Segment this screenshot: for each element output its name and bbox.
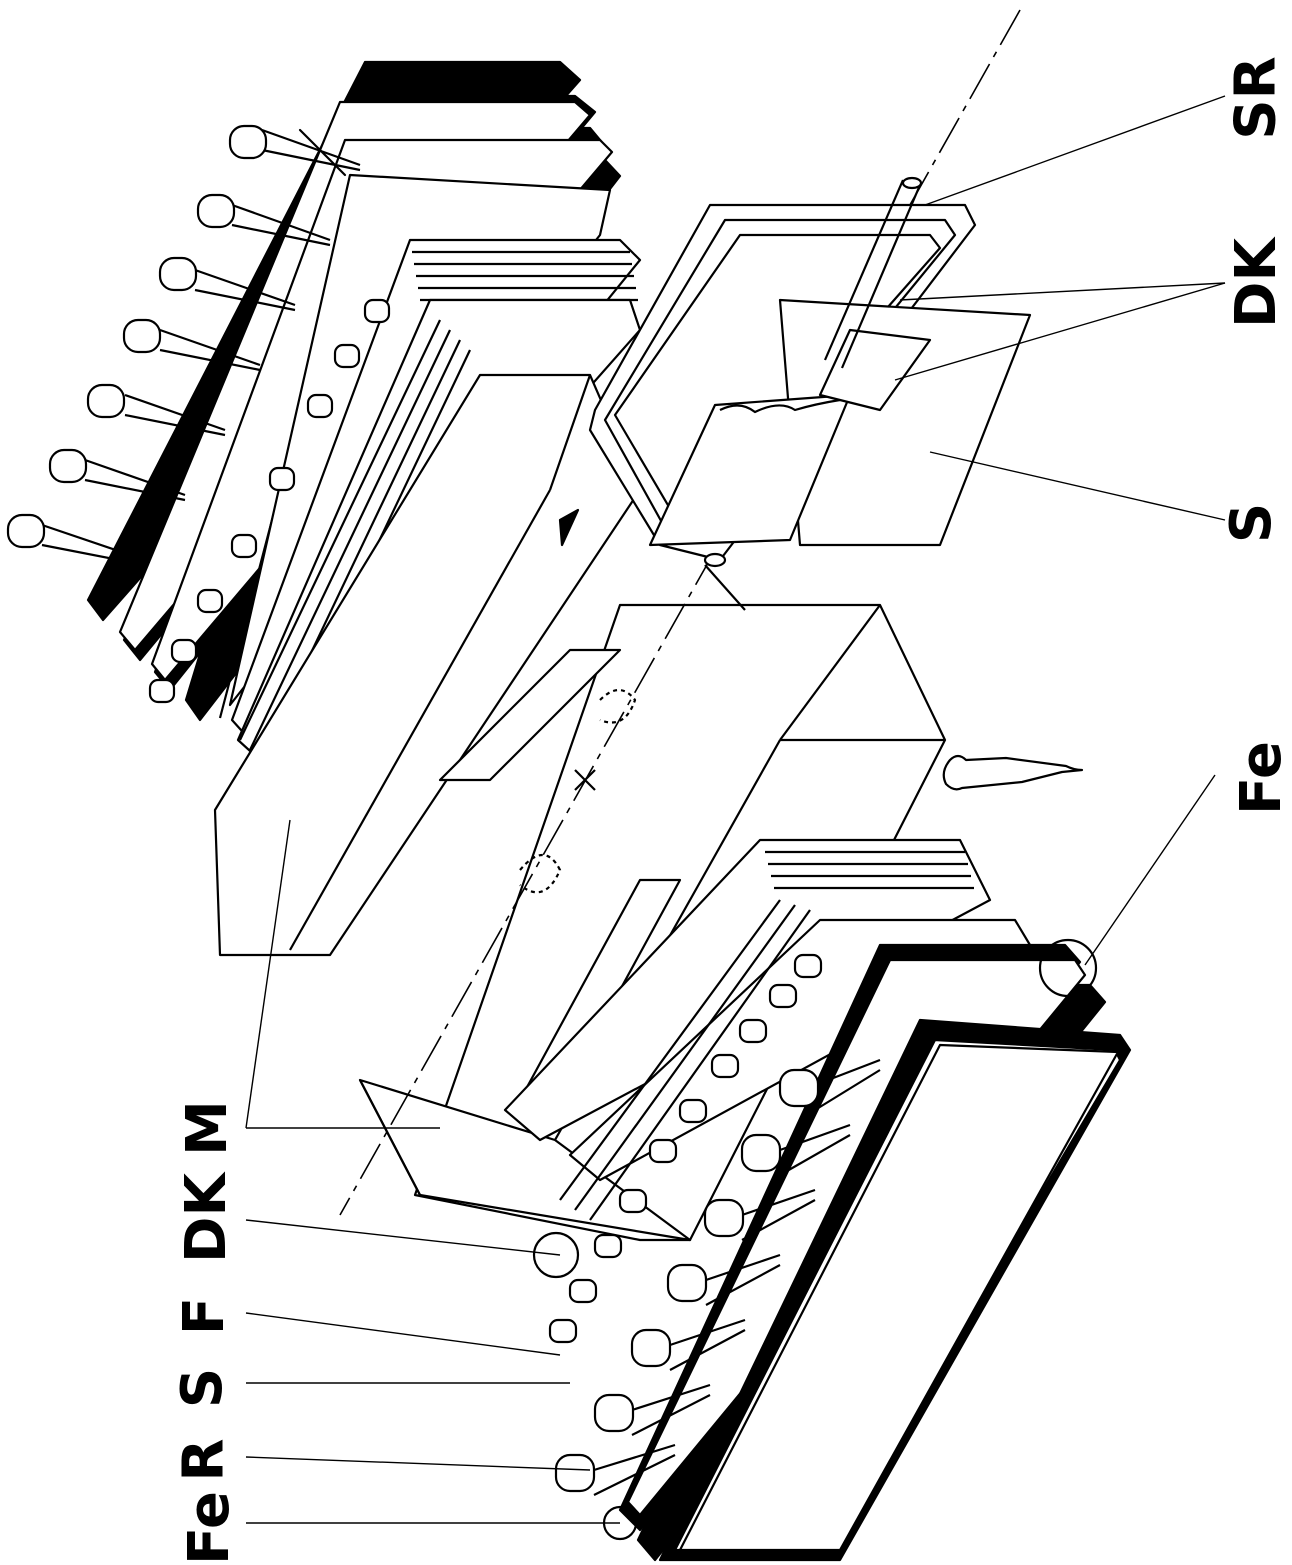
label-s-right: S	[1219, 502, 1285, 544]
label-f: F	[172, 1296, 238, 1336]
human-figure	[942, 754, 1084, 791]
pm-tube-l4	[666, 1253, 781, 1306]
pm-tube-5	[86, 383, 226, 437]
upper-small-tubes	[148, 298, 391, 704]
fe-marker-circle	[1038, 938, 1098, 998]
label-dk-left: DK	[173, 1173, 239, 1263]
upper-photomultipliers	[6, 124, 361, 567]
pm-tube-3	[158, 256, 296, 312]
pm-tube-7	[6, 513, 146, 567]
lower-photomultipliers	[554, 1058, 881, 1496]
pm-tube-l6	[593, 1383, 711, 1436]
beam-axis	[339, 9, 1021, 1216]
label-dk-right: DK	[1223, 238, 1289, 328]
label-sr: SR	[1223, 56, 1289, 140]
fe-bottom-marker-circle	[602, 1505, 638, 1541]
label-s-left: S	[170, 1367, 236, 1409]
pm-tube-4	[122, 318, 261, 372]
label-fe-right: Fe	[1228, 741, 1292, 815]
lower-iron-plates	[618, 943, 1132, 1562]
pm-tube-l7	[554, 1443, 676, 1496]
label-r: R	[171, 1438, 237, 1482]
pm-tube-1	[228, 124, 361, 177]
pm-tube-l1	[778, 1058, 881, 1111]
lower-detector-arm	[503, 838, 1132, 1562]
lower-small-tubes	[548, 953, 823, 1344]
pm-tube-6	[48, 448, 186, 502]
label-m: M	[174, 1100, 240, 1156]
pm-tube-l3	[703, 1188, 816, 1241]
pm-tube-l2	[740, 1123, 851, 1176]
pm-tube-2	[196, 193, 331, 247]
pm-tube-l5	[630, 1318, 746, 1371]
label-fe-bottom: Fe	[176, 1491, 242, 1565]
dk-marker-circle	[532, 1231, 580, 1279]
leader-lines	[245, 95, 1226, 1524]
sr-rod	[703, 176, 923, 611]
target-assembly	[588, 176, 1032, 611]
